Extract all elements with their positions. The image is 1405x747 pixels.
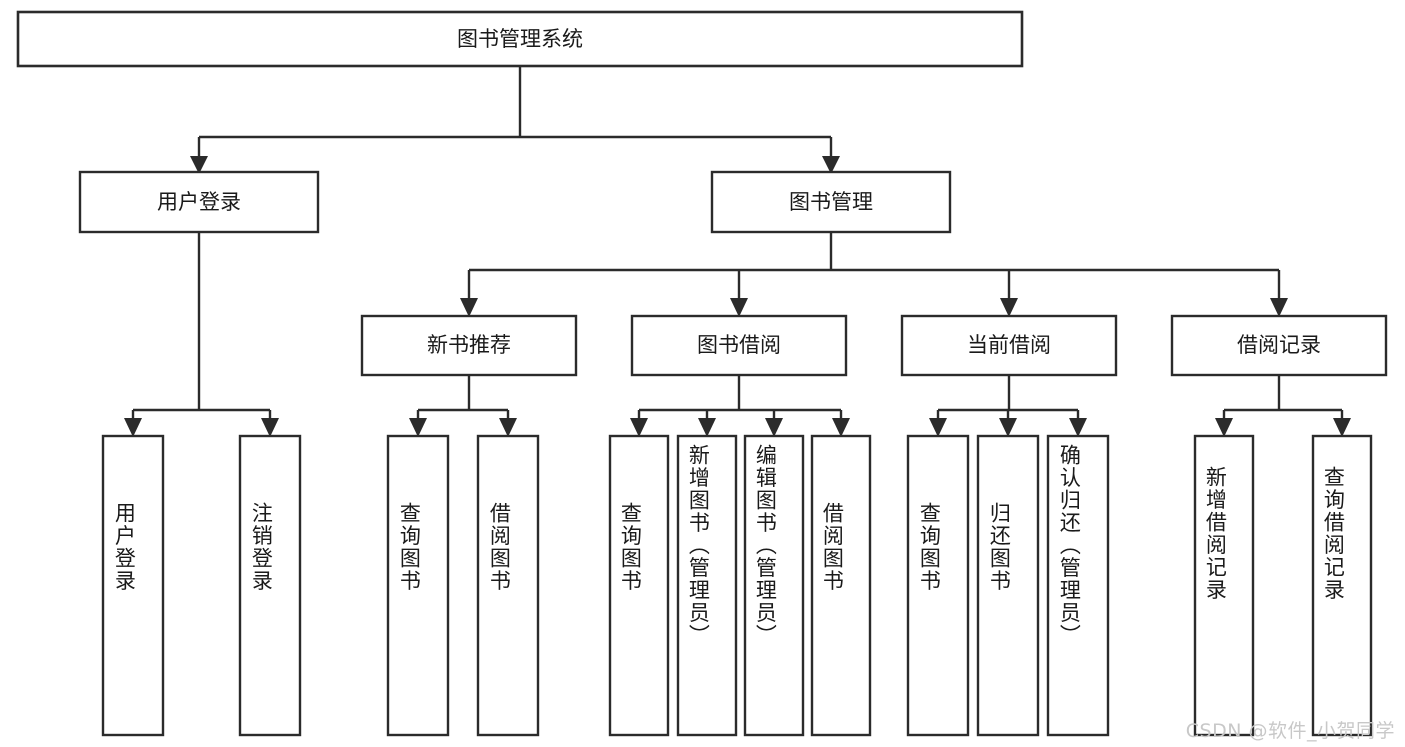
leaf-box-add-book-admin[interactable] [676, 434, 738, 737]
node-book-borrow[interactable]: 图书借阅 [630, 314, 848, 377]
leaf-box-edit-book-admin[interactable] [743, 434, 805, 737]
node-user-login[interactable]: 用户登录 [78, 170, 320, 234]
user-login-box[interactable] [78, 170, 320, 234]
leaf-box-user-login[interactable] [101, 434, 165, 737]
new-book-recommend-box[interactable] [360, 314, 578, 377]
edge-current-to-leaves [929, 375, 1087, 437]
leaf-box-query-book-2[interactable] [608, 434, 670, 737]
borrow-record-box[interactable] [1170, 314, 1388, 377]
leaf-box-query-book-1[interactable] [386, 434, 450, 737]
node-root[interactable]: 图书管理系统 [16, 10, 1024, 68]
leaf-box-add-record[interactable] [1193, 434, 1255, 737]
leaf-boxes [101, 434, 1373, 737]
edge-login-to-leaves [124, 232, 279, 437]
node-new-book-recommend[interactable]: 新书推荐 [360, 314, 578, 377]
edge-root-to-level2 [190, 66, 840, 174]
root-label: 图书管理系统 [457, 27, 583, 51]
node-borrow-record[interactable]: 借阅记录 [1170, 314, 1388, 377]
leaf-box-return-book[interactable] [976, 434, 1040, 737]
user-login-label: 用户登录 [157, 190, 241, 214]
edge-newbook-to-leaves [409, 375, 517, 437]
edge-record-to-leaves [1215, 375, 1351, 437]
edge-books-to-level3 [460, 232, 1288, 317]
leaf-box-confirm-return[interactable] [1046, 434, 1110, 737]
current-borrow-label: 当前借阅 [967, 333, 1051, 357]
book-management-label: 图书管理 [789, 190, 873, 214]
leaf-box-borrow-book-1[interactable] [476, 434, 540, 737]
node-book-management[interactable]: 图书管理 [710, 170, 952, 234]
watermark-text: CSDN @软件_小贺同学 [1185, 720, 1395, 742]
borrow-record-label: 借阅记录 [1237, 333, 1321, 357]
leaf-box-query-book-3[interactable] [906, 434, 970, 737]
current-borrow-box[interactable] [900, 314, 1118, 377]
leaf-box-query-record[interactable] [1311, 434, 1373, 737]
root-box[interactable] [16, 10, 1024, 68]
edge-borrow-to-leaves [630, 375, 850, 437]
book-borrow-box[interactable] [630, 314, 848, 377]
book-management-box[interactable] [710, 170, 952, 234]
connector-lines [124, 66, 1351, 437]
leaf-box-logout[interactable] [238, 434, 302, 737]
new-book-recommend-label: 新书推荐 [427, 333, 511, 357]
node-current-borrow[interactable]: 当前借阅 [900, 314, 1118, 377]
leaf-box-borrow-book-2[interactable] [810, 434, 872, 737]
book-borrow-label: 图书借阅 [697, 333, 781, 357]
